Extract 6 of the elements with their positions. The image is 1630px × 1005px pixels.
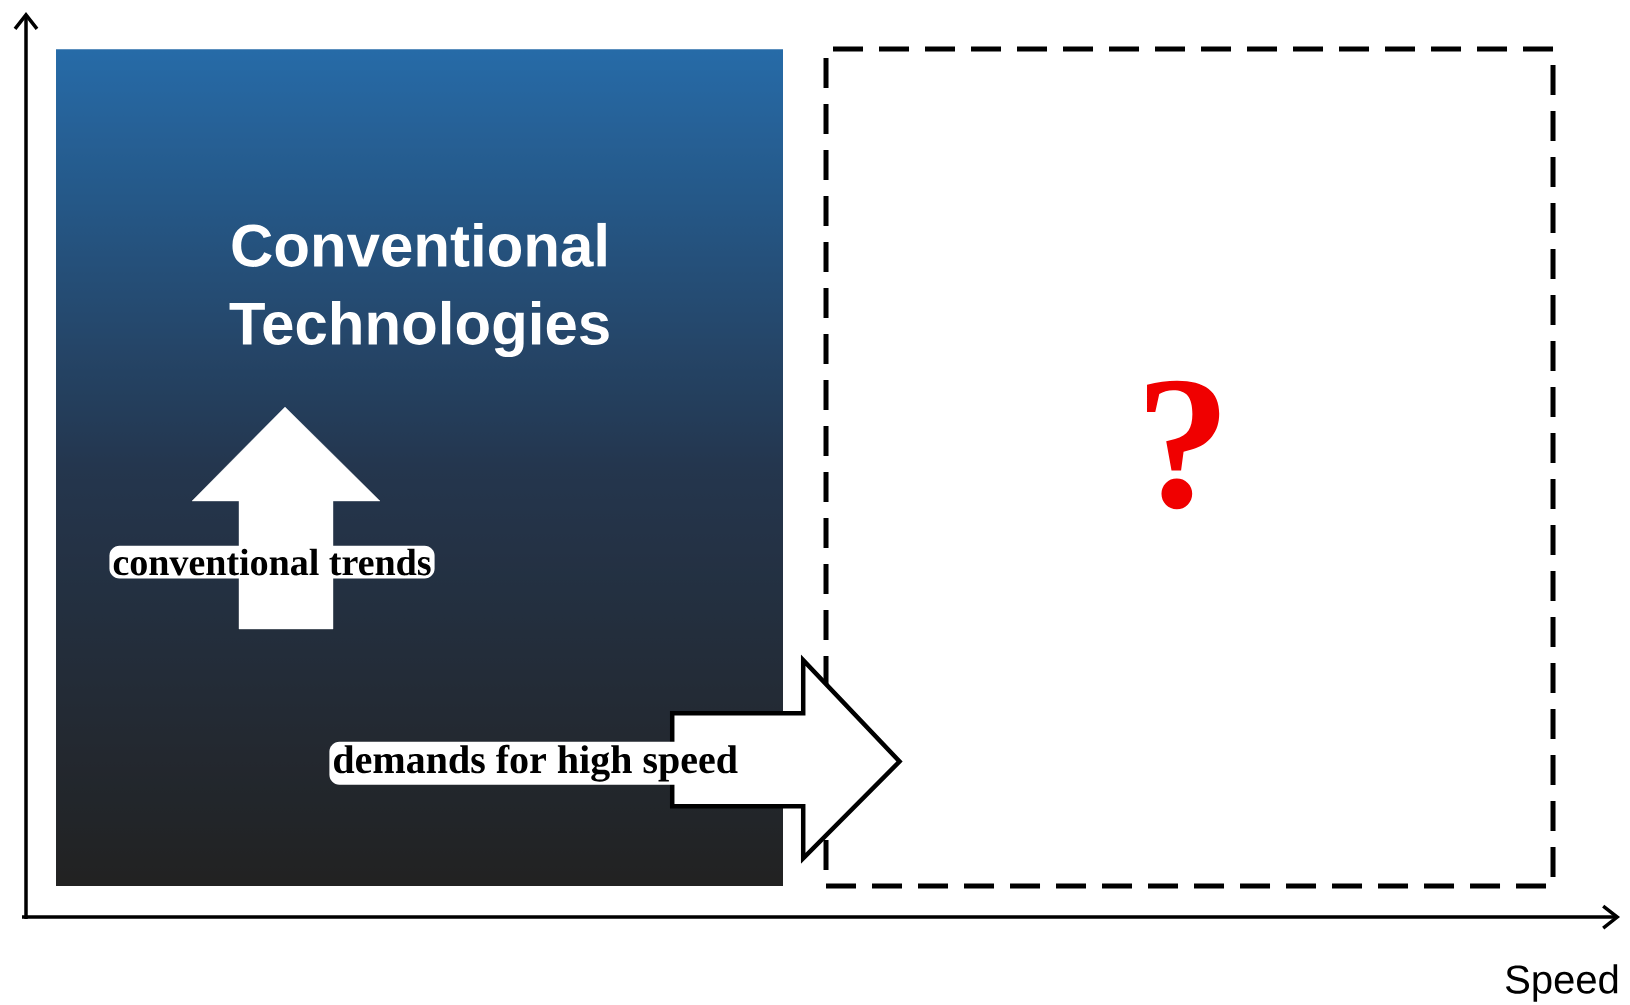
edge-label: demands for high speed (329, 741, 741, 785)
question-mark: ? (1147, 380, 1220, 510)
arrow-label: conventional trends (109, 545, 435, 579)
dashed-box (823, 46, 1556, 889)
axis-label: Speed (1506, 964, 1618, 1002)
box-title: Conventional Technologies (229, 222, 609, 358)
